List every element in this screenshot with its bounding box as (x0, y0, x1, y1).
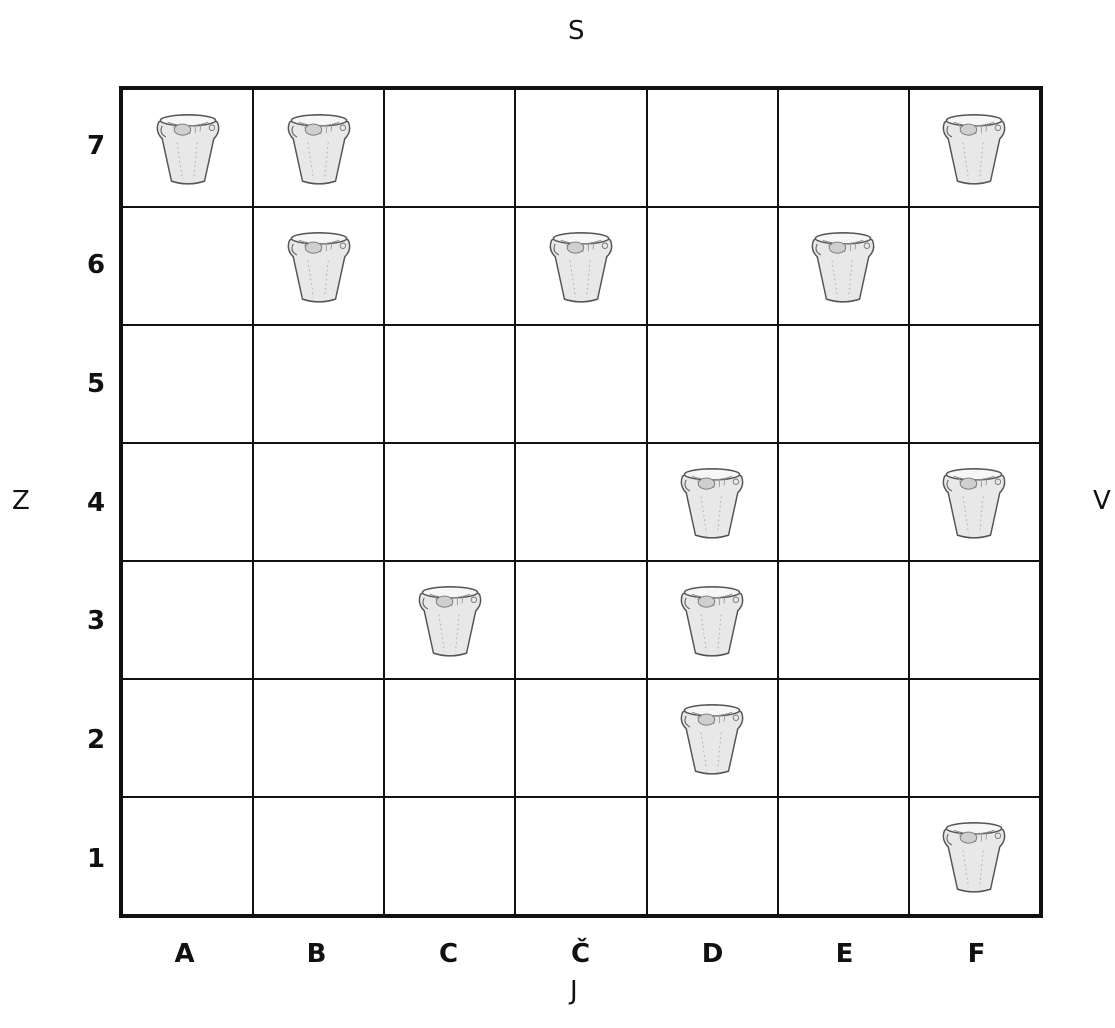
board-cell-B4[interactable] (253, 443, 384, 561)
compass-west: Z (12, 488, 30, 514)
board-cell-E2[interactable] (778, 679, 909, 797)
clay-pot-icon (928, 810, 1020, 902)
board-cell-F6[interactable] (909, 207, 1040, 325)
board-cell-B7[interactable] (253, 89, 384, 207)
column-label: Č (515, 941, 646, 967)
row-label: 7 (84, 133, 108, 159)
clay-pot-icon (928, 456, 1020, 548)
row-label: 1 (84, 846, 108, 872)
board-cell-B1[interactable] (253, 797, 384, 915)
column-label: C (383, 941, 514, 967)
board-cell-B2[interactable] (253, 679, 384, 797)
board-cell-E4[interactable] (778, 443, 909, 561)
compass-south: J (570, 978, 578, 1004)
board-cell-A3[interactable] (122, 561, 253, 679)
board-cell-B6[interactable] (253, 207, 384, 325)
clay-pot-icon (797, 220, 889, 312)
game-board (119, 86, 1043, 918)
clay-pot-icon (666, 456, 758, 548)
board-cell-D6[interactable] (647, 207, 778, 325)
board-cell-F3[interactable] (909, 561, 1040, 679)
clay-pot-icon (273, 220, 365, 312)
board-cell-C3[interactable] (384, 561, 515, 679)
column-label: D (647, 941, 778, 967)
clay-pot-icon (666, 692, 758, 784)
board-cell-Č1[interactable] (515, 797, 646, 915)
column-label: F (911, 941, 1042, 967)
board-cell-A2[interactable] (122, 679, 253, 797)
compass-east: V (1093, 488, 1111, 514)
board-cell-D4[interactable] (647, 443, 778, 561)
board-cell-Č4[interactable] (515, 443, 646, 561)
board-cell-C5[interactable] (384, 325, 515, 443)
column-label: B (251, 941, 382, 967)
column-label: E (779, 941, 910, 967)
board-cell-D5[interactable] (647, 325, 778, 443)
board-cell-E3[interactable] (778, 561, 909, 679)
column-label: A (119, 941, 250, 967)
row-label: 5 (84, 371, 108, 397)
clay-pot-icon (535, 220, 627, 312)
compass-north: S (568, 18, 585, 44)
board-cell-F5[interactable] (909, 325, 1040, 443)
board-cell-B5[interactable] (253, 325, 384, 443)
board-cell-E6[interactable] (778, 207, 909, 325)
clay-pot-icon (142, 102, 234, 194)
board-cell-A4[interactable] (122, 443, 253, 561)
board-cell-F4[interactable] (909, 443, 1040, 561)
board-cell-E1[interactable] (778, 797, 909, 915)
board-cell-D2[interactable] (647, 679, 778, 797)
board-cell-A7[interactable] (122, 89, 253, 207)
board-cell-B3[interactable] (253, 561, 384, 679)
clay-pot-icon (404, 574, 496, 666)
board-cell-D3[interactable] (647, 561, 778, 679)
row-label: 3 (84, 608, 108, 634)
board-cell-Č2[interactable] (515, 679, 646, 797)
board-cell-C4[interactable] (384, 443, 515, 561)
board-cell-A6[interactable] (122, 207, 253, 325)
board-cell-Č3[interactable] (515, 561, 646, 679)
board-cell-D7[interactable] (647, 89, 778, 207)
board-cell-F2[interactable] (909, 679, 1040, 797)
board-cell-Č5[interactable] (515, 325, 646, 443)
board-cell-A1[interactable] (122, 797, 253, 915)
board-cell-D1[interactable] (647, 797, 778, 915)
board-cell-Č6[interactable] (515, 207, 646, 325)
row-label: 6 (84, 252, 108, 278)
clay-pot-icon (273, 102, 365, 194)
board-cell-Č7[interactable] (515, 89, 646, 207)
row-label: 4 (84, 490, 108, 516)
board-cell-C7[interactable] (384, 89, 515, 207)
board-cell-C6[interactable] (384, 207, 515, 325)
board-cell-E5[interactable] (778, 325, 909, 443)
board-cell-F7[interactable] (909, 89, 1040, 207)
board-cell-F1[interactable] (909, 797, 1040, 915)
board-cell-E7[interactable] (778, 89, 909, 207)
clay-pot-icon (666, 574, 758, 666)
board-cell-C2[interactable] (384, 679, 515, 797)
clay-pot-icon (928, 102, 1020, 194)
board-cell-A5[interactable] (122, 325, 253, 443)
row-label: 2 (84, 727, 108, 753)
board-cell-C1[interactable] (384, 797, 515, 915)
